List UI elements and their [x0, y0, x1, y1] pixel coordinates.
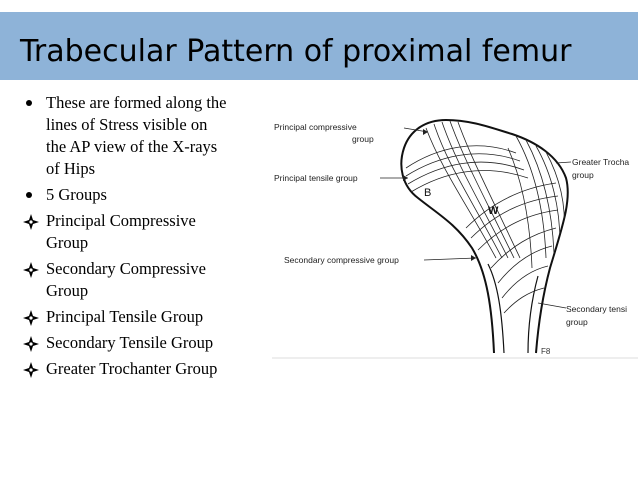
bullet-line: Principal Compressive [46, 211, 196, 230]
bullet-line: 5 Groups [46, 185, 107, 204]
corner-mark: F8 [541, 347, 551, 356]
diamond-bullet-icon [22, 258, 42, 280]
diamond-bullet-icon [22, 210, 42, 232]
bullet-item: Greater Trochanter Group [22, 358, 267, 380]
bullet-line: Greater Trochanter Group [46, 359, 218, 378]
diamond-bullet-icon [22, 306, 42, 328]
label-greater-trochanter-group: group [572, 170, 594, 180]
label-secondary-tensile-group: group [566, 317, 588, 327]
bullet-list: These are formed along the lines of Stres… [22, 92, 267, 384]
label-principal-compressive: Principal compressive [274, 122, 357, 132]
femur-illustration: Principal compressive group Principal te… [272, 118, 638, 359]
bullet-line: the AP view of the X-rays [46, 137, 218, 156]
title-bar: Trabecular Pattern of proximal femur [0, 12, 638, 80]
label-greater-trochanter: Greater Trocha [572, 157, 629, 167]
bullet-item: Secondary Tensile Group [22, 332, 267, 354]
label-secondary-compressive: Secondary compressive group [284, 255, 399, 265]
bullet-line: Secondary Tensile Group [46, 333, 214, 352]
bullet-line: Secondary Compressive [46, 259, 206, 278]
label-principal-compressive-group: group [352, 134, 374, 144]
femur-outline [400, 118, 569, 354]
bullet-item: These are formed along the lines of Stres… [22, 92, 267, 180]
diamond-bullet-icon [22, 358, 42, 380]
bullet-line: Group [46, 233, 89, 252]
label-b: B [424, 187, 431, 199]
label-w: W [488, 205, 499, 217]
femur-diagram: Principal compressive group Principal te… [266, 108, 638, 366]
bullet-line: of Hips [46, 159, 96, 178]
bullet-item: Principal Tensile Group [22, 306, 267, 328]
bullet-line: Group [46, 281, 89, 300]
bullet-dot-icon [22, 184, 42, 206]
label-secondary-tensile: Secondary tensi [566, 304, 627, 314]
trabecular-lines [405, 120, 565, 314]
diamond-bullet-icon [22, 332, 42, 354]
bullet-dot-icon [22, 92, 42, 114]
slide-title: Trabecular Pattern of proximal femur [20, 34, 572, 69]
bullet-line: lines of Stress visible on [46, 115, 208, 134]
label-principal-tensile: Principal tensile group [274, 173, 358, 183]
bullet-item: 5 Groups [22, 184, 267, 206]
bullet-line: Principal Tensile Group [46, 307, 204, 326]
bullet-line: These are formed along the [46, 93, 227, 112]
